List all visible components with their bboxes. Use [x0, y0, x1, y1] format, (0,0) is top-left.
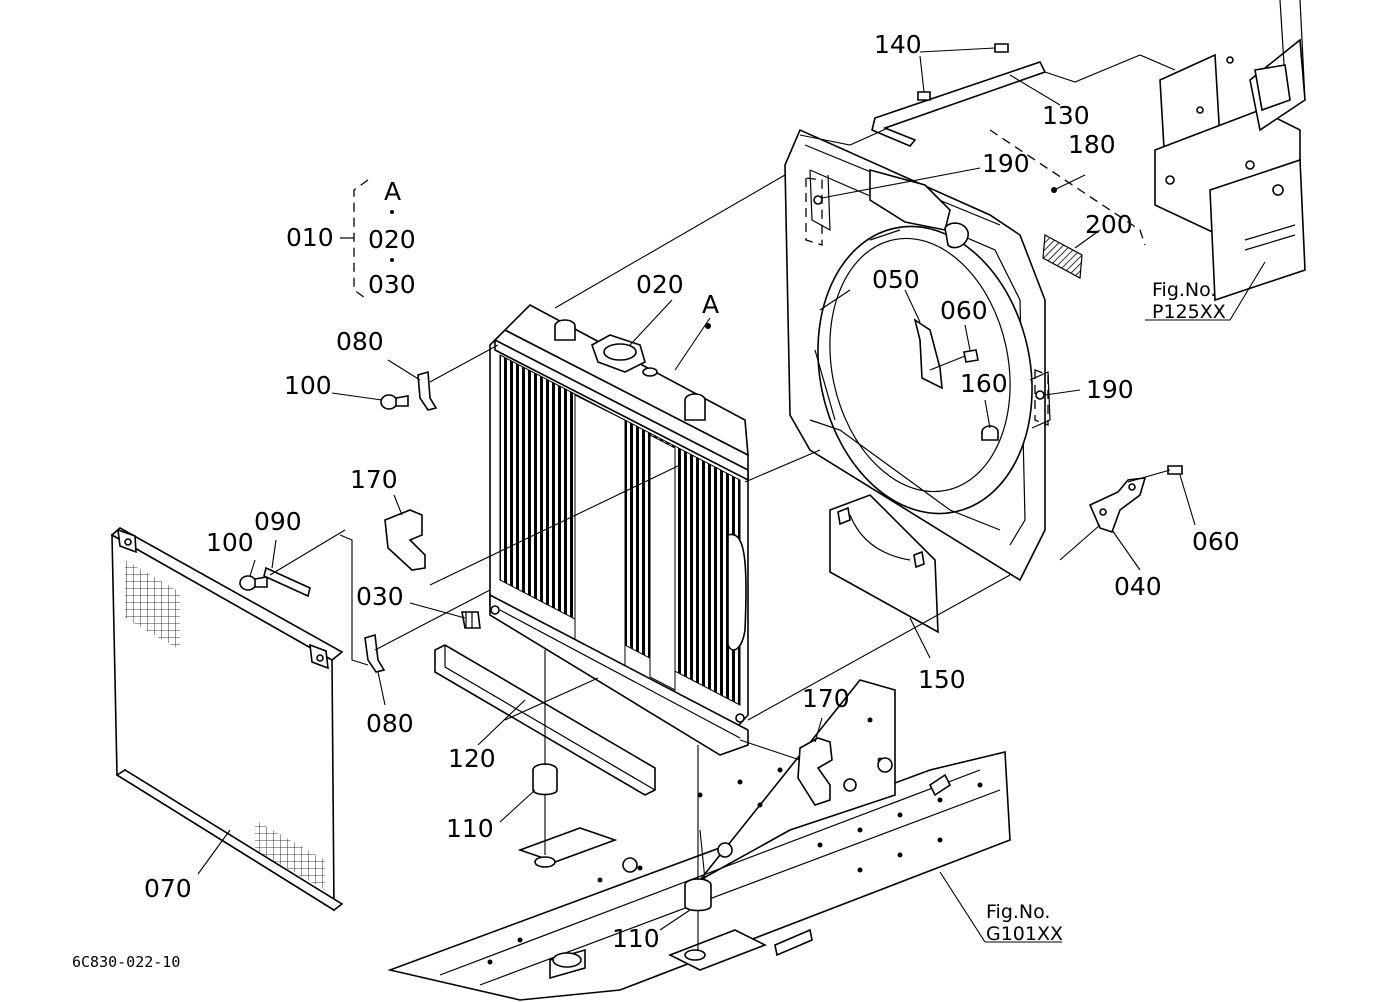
ref-dot-180: [1051, 187, 1057, 193]
callout-120: 120: [448, 744, 496, 773]
upper-frame-bracket: [1154, 0, 1306, 302]
kit-parent-010: 010: [286, 223, 334, 252]
frame-rails: [387, 679, 1011, 1001]
radiator-cap-020: [591, 334, 658, 377]
kit-bracket-010: [340, 179, 394, 301]
fig-ref-G101XX: [939, 871, 1062, 943]
bolt-160: [981, 425, 999, 441]
frame-holes: [487, 717, 983, 965]
bracket-040: [1088, 477, 1147, 534]
radiator: [489, 304, 749, 756]
drain-cock-030: [461, 611, 481, 629]
callout-190-a: 190: [982, 149, 1030, 178]
fig-ref-number-2: G101XX: [986, 923, 1063, 945]
callout-170-b: 170: [802, 684, 850, 713]
callout-080-a: 080: [336, 327, 384, 356]
callout-100-b: 100: [206, 528, 254, 557]
fig-ref-label-2: Fig.No.: [986, 901, 1050, 923]
callout-050: 050: [872, 265, 920, 294]
fig-ref-number-1: P125XX: [1152, 301, 1226, 323]
ref-dot-A: [705, 323, 711, 329]
callout-060-b: 060: [1192, 527, 1240, 556]
kit-outline-180: [989, 129, 1146, 246]
callout-180: 180: [1068, 130, 1116, 159]
kit-member-A: A: [384, 177, 401, 206]
callout-070: 070: [144, 874, 192, 903]
callout-pointers: [197, 47, 1196, 931]
callout-170-a: 170: [350, 465, 398, 494]
callout-110-a: 110: [446, 814, 494, 843]
kit-member-020: 020: [368, 225, 416, 254]
leader-lines: [269, 54, 1176, 950]
callout-A: A: [702, 290, 719, 319]
bolt-100-a: [380, 394, 409, 410]
callout-060-a: 060: [940, 296, 988, 325]
callout-040: 040: [1114, 572, 1162, 601]
screen-070: [110, 527, 344, 912]
callout-020: 020: [636, 270, 684, 299]
callout-150: 150: [918, 665, 966, 694]
callout-190-b: 190: [1086, 375, 1134, 404]
callout-130: 130: [1042, 101, 1090, 130]
plate-050: [913, 318, 943, 390]
baffle-150: [829, 494, 939, 634]
fig-ref-P125XX: [1145, 261, 1266, 321]
diagram-code: 6C830-022-10: [72, 953, 180, 971]
fig-ref-label-1: Fig.No.: [1152, 279, 1216, 301]
callout-080-b: 080: [366, 709, 414, 738]
cushion-110: [532, 763, 712, 912]
clip-080-a: [417, 370, 438, 411]
rubber-170: [384, 509, 833, 806]
stay-130: [871, 61, 1047, 147]
kit-member-030: 030: [368, 270, 416, 299]
band-090: [263, 566, 311, 598]
decal-200: [1042, 234, 1083, 279]
bolt-140: [917, 43, 1009, 101]
callout-140: 140: [874, 30, 922, 59]
bolt-060: [963, 349, 1183, 475]
callout-100-a: 100: [284, 371, 332, 400]
clip-080-b: [364, 633, 386, 673]
callout-200: 200: [1085, 210, 1133, 239]
bolt-100-b: [239, 575, 268, 591]
callout-110-b: 110: [612, 924, 660, 953]
callout-030: 030: [356, 582, 404, 611]
labels: A 020 030 010 140 130 180 190 200 050 06…: [72, 30, 1240, 971]
callout-160: 160: [960, 369, 1008, 398]
callout-090: 090: [254, 507, 302, 536]
